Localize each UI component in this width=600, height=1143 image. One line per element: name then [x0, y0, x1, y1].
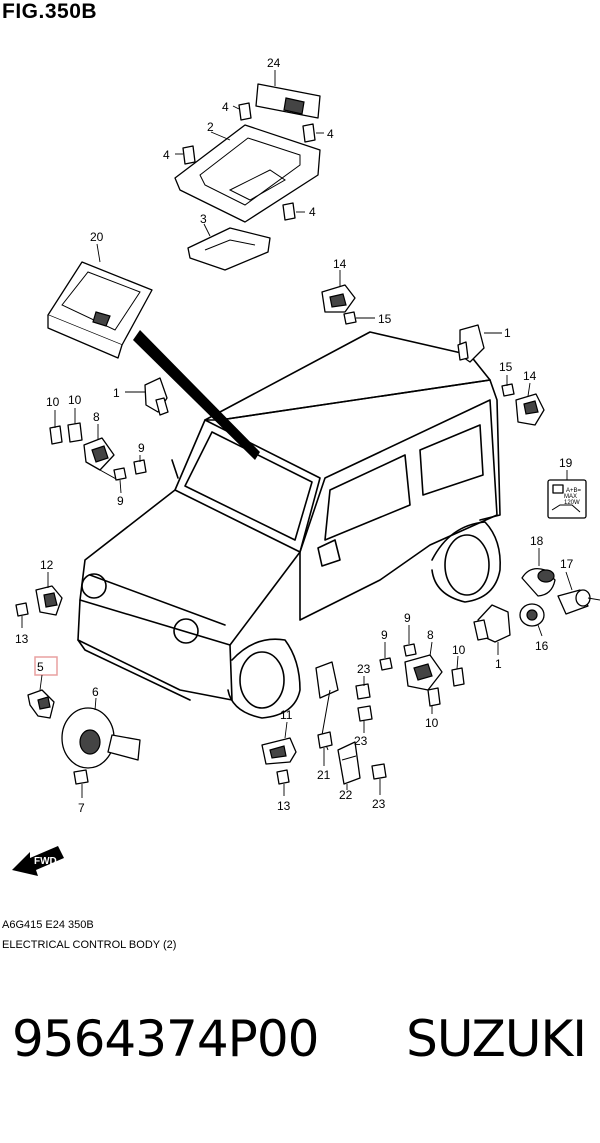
callout-23: 23	[354, 734, 368, 748]
part-7-bolt	[73, 769, 89, 798]
part-1-switch-left	[125, 377, 169, 416]
part-15-bolt-upper	[343, 311, 375, 325]
callout-9: 9	[404, 611, 411, 625]
fwd-label: FWD	[34, 856, 57, 867]
part-9-bolts-right	[379, 625, 417, 671]
callout-5: 5	[37, 660, 44, 674]
callout-15: 15	[499, 360, 513, 374]
callout-labels: 24 4 2 4 4 4 3 20 14 15 1 1 15 14 10 10 …	[15, 56, 574, 815]
parts-diagram: A+B= MAX 120W FWD	[12, 56, 600, 876]
part-11-sensor	[261, 721, 297, 765]
part-2-overhead-bezel	[174, 124, 321, 223]
part-15-bolt-right	[501, 375, 515, 397]
part-number: 9564374P00	[12, 1010, 319, 1068]
brand-name: SUZUKI	[406, 1010, 587, 1068]
callout-2: 2	[207, 120, 214, 134]
callout-10: 10	[46, 395, 60, 409]
callout-14: 14	[523, 369, 537, 383]
callout-3: 3	[200, 212, 207, 226]
part-10-clips-right	[427, 655, 465, 714]
fwd-arrow: FWD	[12, 846, 64, 876]
callout-4: 4	[309, 205, 316, 219]
callout-12: 12	[40, 558, 54, 572]
callout-18: 18	[530, 534, 544, 548]
callout-1: 1	[495, 657, 502, 671]
callout-23: 23	[372, 797, 386, 811]
callout-16: 16	[535, 639, 549, 653]
part-5-connector	[27, 674, 55, 719]
callout-6: 6	[92, 685, 99, 699]
part-16-cap	[519, 603, 545, 637]
callout-13: 13	[15, 632, 29, 646]
part-3-bracket	[187, 223, 271, 271]
callout-1: 1	[504, 326, 511, 340]
label19-line1: A+B=	[566, 488, 582, 494]
part-21-height-sensor	[315, 661, 339, 766]
callout-15: 15	[378, 312, 392, 326]
callout-9: 9	[381, 628, 388, 642]
label19-line2: MAX	[564, 494, 577, 500]
callout-8: 8	[427, 628, 434, 642]
callout-10: 10	[452, 643, 466, 657]
callout-21: 21	[317, 768, 331, 782]
callout-13: 13	[277, 799, 291, 813]
part-8-sensor-left	[83, 424, 125, 481]
part-19-label: A+B= MAX 120W	[547, 470, 587, 519]
part-23-bolts	[355, 676, 387, 795]
part-20-control-unit	[47, 243, 153, 359]
callout-10: 10	[68, 393, 82, 407]
callout-17: 17	[560, 557, 574, 571]
part-24-console-lamp	[255, 70, 321, 119]
part-14-sensor-upper	[321, 270, 356, 313]
label19-line3: 120W	[564, 500, 580, 506]
figure-title: FIG.350B	[2, 0, 98, 23]
part-17-plug	[557, 571, 600, 615]
part-14-sensor-right	[515, 382, 545, 426]
part-18-socket	[521, 548, 556, 597]
part-5-callout-box	[34, 656, 58, 676]
part-4-clips	[175, 102, 324, 221]
vehicle-outline	[77, 331, 502, 719]
part-8-sensor-right	[404, 641, 443, 691]
callout-19: 19	[559, 456, 573, 470]
callout-4: 4	[222, 100, 229, 114]
footer: 9564374P00 SUZUKI	[0, 1010, 600, 1090]
callout-23: 23	[357, 662, 371, 676]
callout-22: 22	[339, 788, 353, 802]
part-10-clips-left	[49, 408, 83, 445]
callout-8: 8	[93, 410, 100, 424]
pointer-arrow	[133, 330, 260, 460]
callout-9: 9	[138, 441, 145, 455]
part-6-horn	[61, 697, 141, 769]
callout-4: 4	[327, 127, 334, 141]
part-1-switch-upper	[457, 324, 502, 363]
part-13-bolt-left	[15, 602, 29, 628]
callout-1: 1	[113, 386, 120, 400]
part-13-bolt-bottom	[276, 769, 290, 796]
callout-7: 7	[78, 801, 85, 815]
callout-20: 20	[90, 230, 104, 244]
diagram-description: ELECTRICAL CONTROL BODY (2)	[2, 939, 177, 951]
part-9-bolts-left	[113, 455, 147, 494]
callout-14: 14	[333, 257, 347, 271]
part-22-bracket	[337, 741, 361, 790]
callout-10: 10	[425, 716, 439, 730]
part-1-switch-lower	[473, 604, 511, 655]
diagram-code: A6G415 E24 350B	[2, 919, 94, 931]
part-12-sensor	[35, 572, 63, 616]
callout-4: 4	[163, 148, 170, 162]
callout-9: 9	[117, 494, 124, 508]
callout-11: 11	[280, 708, 293, 722]
callout-24: 24	[267, 56, 281, 70]
